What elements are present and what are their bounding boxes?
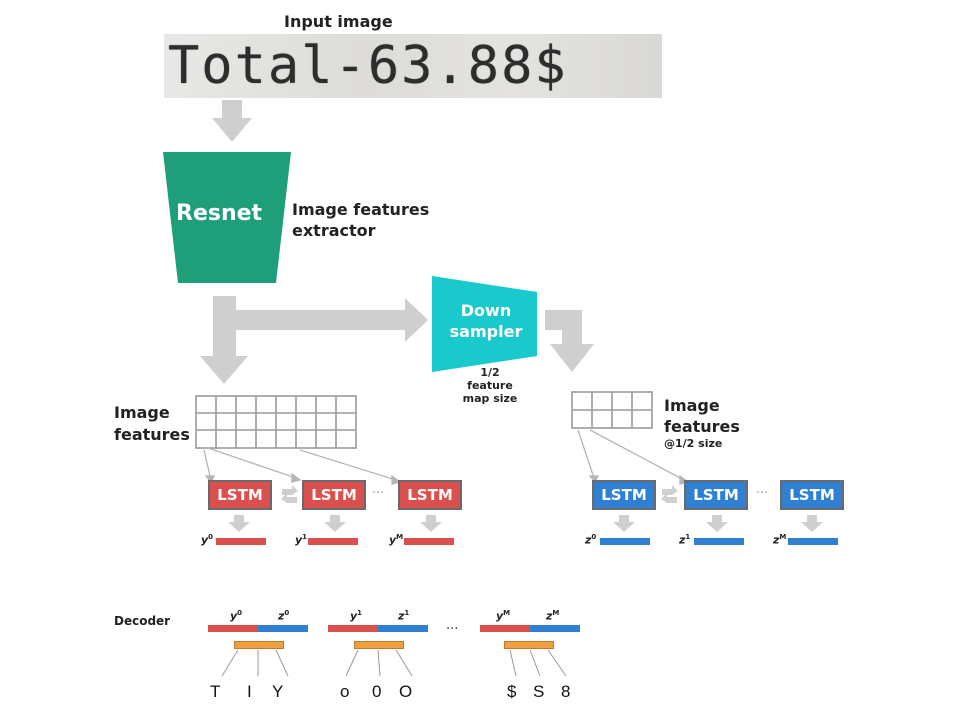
- arrow-input-to-resnet: [212, 100, 252, 142]
- lstm-down-arrows: [228, 515, 823, 532]
- decoder-fanout-lines: [221, 649, 567, 677]
- right-features-label: Image features @1/2 size: [664, 395, 740, 451]
- glyph-0-2: Y: [272, 682, 284, 701]
- output-y0-label: y0: [201, 533, 214, 547]
- resnet-caption-line2: extractor: [292, 221, 376, 240]
- decoder-z0-label: z0: [278, 609, 290, 623]
- downsampler-note-line3: map size: [462, 392, 518, 405]
- lstm-red-ellipsis: ···: [372, 486, 385, 501]
- decoder-zm-bar: [530, 625, 580, 632]
- left-features-label: Image features: [114, 402, 190, 446]
- glyph-m-1: S: [533, 682, 545, 701]
- arrow-resnet-branch: [200, 296, 428, 384]
- output-z1-label: z1: [679, 533, 691, 547]
- decoder-ym-bar: [480, 625, 530, 632]
- downsampler-label: Down sampler: [436, 300, 536, 342]
- arrow-downsampler-to-features: [545, 310, 594, 372]
- lstm-blue-1: LSTM: [684, 480, 748, 510]
- glyph-0-1: I: [247, 682, 252, 701]
- decoder-y1-label: y1: [350, 609, 363, 623]
- glyph-1-0: o: [340, 682, 350, 701]
- left-features-line1: Image: [114, 403, 170, 422]
- resnet-caption-line1: Image features: [292, 200, 430, 219]
- glyph-m-2: 8: [561, 682, 571, 701]
- right-features-line1: Image: [664, 396, 720, 415]
- decoder-y0-label: y0: [230, 609, 243, 623]
- lstm-blue-m: LSTM: [780, 480, 844, 510]
- glyph-0-0: T: [210, 682, 221, 701]
- lstm-red-0: LSTM: [208, 480, 272, 510]
- input-image: Total-63.88$: [164, 34, 662, 98]
- decoder-z0-bar: [258, 625, 308, 632]
- decoder-z1-bar: [378, 625, 428, 632]
- downsampler-note-line2: feature: [467, 379, 513, 392]
- output-zm-bar: [788, 538, 838, 545]
- downsampler-note: 1/2 feature map size: [450, 366, 530, 405]
- resnet-label: Resnet: [176, 201, 263, 226]
- glyph-1-2: O: [399, 682, 413, 701]
- decoder-outm-bar: [504, 641, 554, 649]
- right-feature-grid: [571, 391, 653, 429]
- output-y1-bar: [308, 538, 358, 545]
- output-ym-bar: [404, 538, 454, 545]
- lstm-blue-ellipsis: ···: [756, 486, 769, 501]
- output-zm-label: zM: [773, 533, 787, 547]
- input-image-text: Total-63.88$: [168, 36, 568, 96]
- decoder-y0-bar: [208, 625, 258, 632]
- right-features-line2: features: [664, 417, 740, 436]
- output-z1-bar: [694, 538, 744, 545]
- output-y0-bar: [216, 538, 266, 545]
- lstm-blue-0: LSTM: [592, 480, 656, 510]
- downsampler-note-line1: 1/2: [480, 366, 500, 379]
- decoder-label: Decoder: [114, 614, 171, 628]
- output-z0-label: z0: [585, 533, 597, 547]
- downsampler-line2: sampler: [449, 322, 523, 341]
- lstm-red-m: LSTM: [398, 480, 462, 510]
- downsampler-block: [432, 276, 537, 372]
- bidir-arrows: [281, 485, 678, 503]
- output-z0-bar: [600, 538, 650, 545]
- decoder-ellipsis: ...: [446, 618, 459, 633]
- decoder-out0-bar: [234, 641, 284, 649]
- left-feature-grid: [195, 395, 357, 449]
- glyph-m-0: $: [507, 682, 517, 701]
- output-ym-label: yM: [389, 533, 404, 547]
- decoder-zm-label: zM: [546, 609, 560, 623]
- left-grid-connectors: [203, 447, 402, 485]
- output-y1-label: y1: [295, 533, 308, 547]
- right-features-line3: @1/2 size: [664, 437, 723, 450]
- decoder-ym-label: yM: [496, 609, 511, 623]
- lstm-red-1: LSTM: [302, 480, 366, 510]
- input-image-title: Input image: [284, 12, 393, 31]
- decoder-out1-bar: [354, 641, 404, 649]
- decoder-y1-bar: [328, 625, 378, 632]
- glyph-1-1: 0: [372, 682, 382, 701]
- resnet-caption: Image features extractor: [292, 199, 429, 241]
- downsampler-line1: Down: [460, 301, 512, 320]
- left-features-line2: features: [114, 425, 190, 444]
- decoder-z1-label: z1: [398, 609, 410, 623]
- resnet-block: [163, 152, 291, 283]
